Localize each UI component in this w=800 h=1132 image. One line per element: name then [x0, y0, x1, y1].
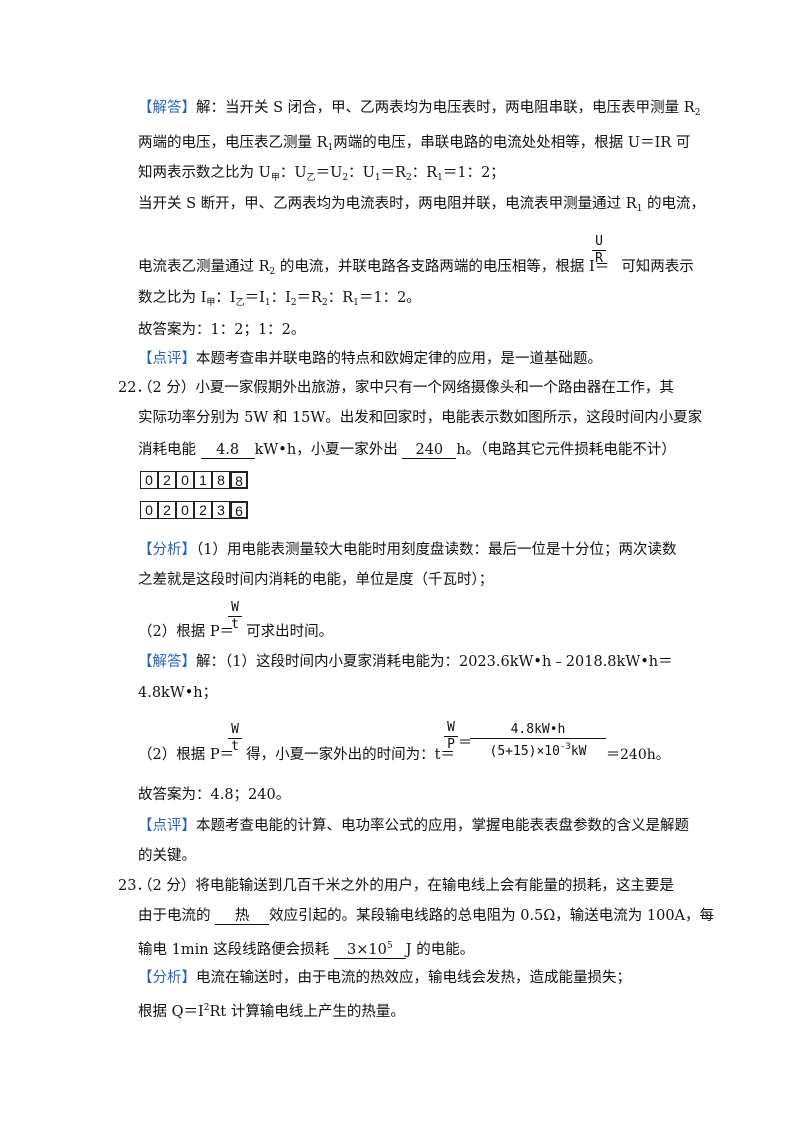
q21-solution-line-6: 数之比为 I甲：I乙＝I1：I2＝R2：R1＝1：2。 [138, 290, 421, 308]
q22-solution-line-3: （2）根据 P＝得，小夏一家外出的时间为：t＝ [138, 747, 455, 763]
q21-answer: 故答案为：1：2；1：2。 [138, 322, 306, 338]
q21-solution-line-1: 【解答】解：当开关 S 闭合，甲、乙两表均为电压表时，两电阻串联，电压表甲测量 … [138, 100, 701, 118]
q21-solution-line-4: 当开关 S 断开，甲、乙两表均为电流表时，两电阻并联，电流表甲测量通过 R1 的… [138, 196, 706, 214]
q23-stem-line-2: 由于电流的 热效应引起的。某段输电线路的总电阻为 0.5Ω，输送电流为 100A… [138, 908, 715, 925]
q22-stem-line-2: 实际功率分别为 5W 和 15W。出发和回家时，电能表示数如图所示，这段时间内小… [138, 410, 703, 426]
q23-blank-1: 热 [215, 908, 270, 925]
q22-analysis-line-3: （2）根据 P＝可求出时间。 [138, 624, 334, 640]
fraction-energy-over-power: 4.8kW•h(5+15)×10-3kW [470, 722, 606, 760]
q23-blank-2: 3×105 [333, 938, 406, 959]
meter-digit: 8 [212, 471, 230, 489]
q21-solution-line-2: 两端的电压，电压表乙测量 R1两端的电压，串联电路的电流处处相等，根据 U＝IR… [138, 135, 691, 153]
q22-answer: 故答案为：4.8；240。 [138, 787, 291, 803]
q23-analysis-line-1: 【分析】电流在输送时，由于电流的热效应，输电线会发热，造成能量损失； [138, 970, 631, 986]
q22-number: 22． [118, 380, 151, 396]
q22-analysis-line-1: 【分析】（1）用电能表测量较大电能时用刻度盘读数：最后一位是十分位；两次读数 [138, 542, 677, 558]
solution-tag: 【解答】 [138, 100, 196, 116]
q22-solution-line-1: 【解答】解：（1）这段时间内小夏家消耗电能为：2023.6kW•h﹣2018.8… [138, 654, 673, 670]
q22-blank-1: 4.8 [200, 442, 255, 459]
meter-digit: 0 [176, 471, 194, 489]
comment-tag: 【点评】 [138, 818, 196, 834]
q22-comment-line-2: 的关键。 [138, 848, 196, 864]
meter-digit: 1 [194, 471, 212, 489]
q23-number: 23． [118, 878, 151, 894]
meter-reading-start: 0 2 0 1 8 8 [140, 471, 248, 489]
solution-tag: 【解答】 [138, 654, 196, 670]
q21-solution-line-5: 电流表乙测量通过 R2 的电流，并联电路各支路两端的电压相等，根据 I＝可知两表… [138, 259, 694, 277]
meter-reading-end: 0 2 0 2 3 6 [140, 501, 248, 519]
meter-digit: 2 [194, 501, 212, 519]
meter-digit-decimal: 6 [230, 501, 248, 519]
q21-comment: 【点评】本题考查串并联电路的特点和欧姆定律的应用，是一道基础题。 [138, 351, 602, 367]
result-time: ＝240h。 [606, 747, 670, 763]
q23-analysis-line-2: 根据 Q＝I2Rt 计算输电线上产生的热量。 [138, 1003, 405, 1020]
analysis-tag: 【分析】 [138, 542, 196, 558]
q21-solution-line-3: 知两表示数之比为 U甲：U乙＝U2：U1＝R2：R1＝1：2； [138, 165, 505, 183]
meter-digit: 3 [212, 501, 230, 519]
equals-sign: ＝ [458, 735, 472, 751]
meter-digit: 0 [140, 471, 158, 489]
q22-comment-line-1: 【点评】本题考查电能的计算、电功率公式的应用，掌握电能表表盘参数的含义是解题 [138, 818, 689, 834]
meter-digit: 2 [158, 471, 176, 489]
meter-digit: 0 [140, 501, 158, 519]
meter-digit-decimal: 8 [230, 471, 248, 489]
q22-stem-line-1: （2 分）小夏一家假期外出旅游，家中只有一个网络摄像头和一个路由器在工作，其 [138, 380, 674, 396]
q23-stem-line-1: （2 分）将电能输送到几百千米之外的用户，在输电线上会有能量的损耗，这主要是 [138, 878, 674, 894]
q22-analysis-line-2: 之差就是这段时间内消耗的电能，单位是度（千瓦时）； [138, 572, 494, 588]
analysis-tag: 【分析】 [138, 970, 196, 986]
q22-blank-2: 240 [402, 442, 457, 459]
q22-solution-line-2: 4.8kW•h； [138, 685, 218, 701]
meter-digit: 2 [158, 501, 176, 519]
comment-tag: 【点评】 [138, 351, 196, 367]
meter-digit: 0 [176, 501, 194, 519]
